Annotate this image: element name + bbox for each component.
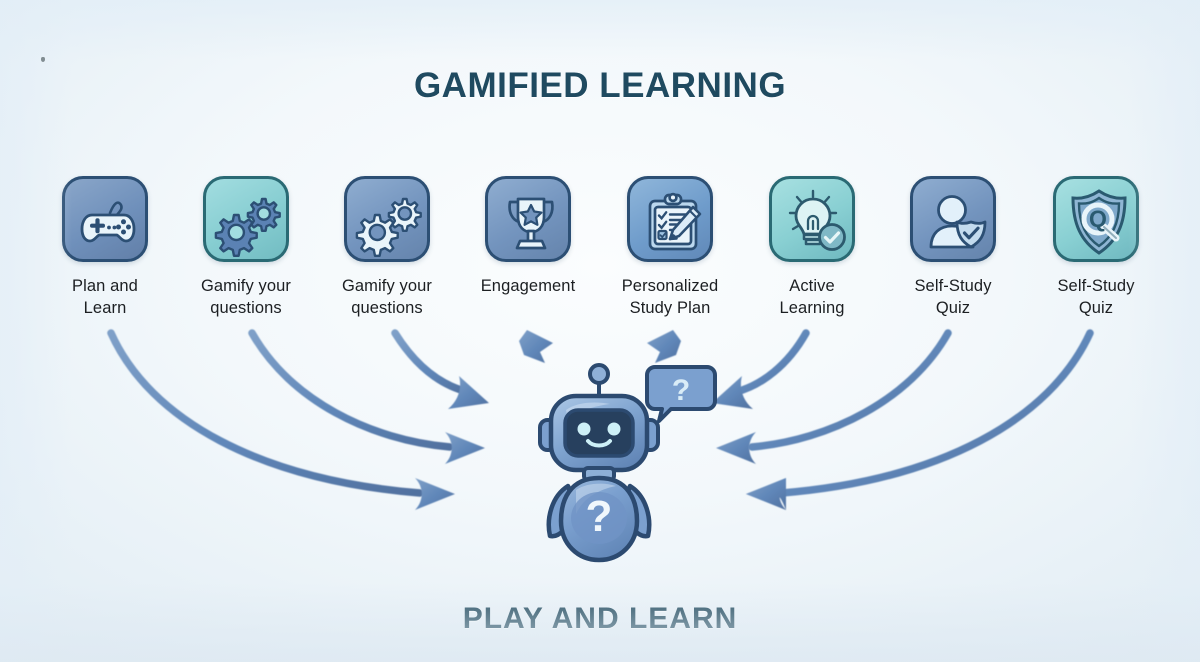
- dust-speck: [41, 57, 45, 62]
- shield-question-icon: Q: [1071, 189, 1127, 255]
- robot-eye-left: [577, 422, 591, 436]
- icon-label-gamify-your-questions-1: Gamify your questions: [178, 276, 314, 320]
- tile-self-study-quiz-1[interactable]: [910, 176, 996, 262]
- icon-column-gamify-your-questions-2[interactable]: Gamify your questions: [319, 176, 455, 320]
- speech-bubble-question-icon[interactable]: ?: [645, 363, 717, 425]
- robot-antenna-ball: [588, 363, 610, 385]
- speech-bubble-question-mark: ?: [672, 374, 690, 407]
- icon-column-plan-and-learn[interactable]: Plan and Learn: [37, 176, 173, 320]
- lightbulb-check-icon: [788, 189, 846, 251]
- trophy-star-icon: [508, 197, 554, 250]
- gears-icon: [355, 197, 422, 257]
- icon-column-self-study-quiz-2[interactable]: Q Self-Study Quiz: [1028, 176, 1164, 320]
- icon-label-self-study-quiz-1: Self-Study Quiz: [885, 276, 1021, 320]
- arrow-path-active-learning: [732, 329, 810, 396]
- icon-column-active-learning[interactable]: Active Learning: [744, 176, 880, 320]
- tile-gamify-your-questions-2[interactable]: [344, 176, 430, 262]
- tile-engagement[interactable]: [485, 176, 571, 262]
- icon-label-plan-and-learn: Plan and Learn: [37, 276, 173, 320]
- label-line-1: Plan and: [72, 277, 138, 295]
- icon-label-gamify-your-questions-2: Gamify your questions: [319, 276, 455, 320]
- label-line-2: Quiz: [935, 298, 971, 317]
- label-line-1: Self-Study: [914, 277, 992, 295]
- arrow-head-gamify-2: [448, 376, 489, 409]
- robot-body-question-mark: ?: [586, 492, 613, 541]
- robot-eye-right: [607, 422, 621, 436]
- icon-label-personalized-study-plan: Personalized Study Plan: [602, 276, 738, 320]
- label-line-2: Learning: [779, 298, 845, 317]
- icon-label-active-learning: Active Learning: [744, 276, 880, 320]
- icon-column-personalized-study-plan[interactable]: Personalized Study Plan: [602, 176, 738, 320]
- tile-gamify-your-questions-1[interactable]: [203, 176, 289, 262]
- label-line-1: Active: [789, 277, 835, 295]
- arrow-path-gamify-1: [248, 329, 454, 451]
- svg-text:Q: Q: [1089, 206, 1107, 232]
- label-line-2: questions: [210, 298, 282, 317]
- person-shield-icon: [929, 195, 987, 249]
- label-line-2: questions: [351, 298, 423, 317]
- icon-column-engagement[interactable]: Engagement: [460, 176, 596, 298]
- label-line-1: Engagement: [480, 277, 576, 295]
- label-line-1: Self-Study: [1057, 277, 1135, 295]
- gears-icon: [214, 197, 281, 257]
- page-title: GAMIFIED LEARNING: [413, 66, 787, 105]
- gamepad-icon: [80, 201, 136, 243]
- tile-self-study-quiz-2[interactable]: Q: [1053, 176, 1139, 262]
- label-line-1: Gamify your: [341, 277, 433, 295]
- arrow-head-active-learning: [712, 376, 753, 409]
- label-line-1: Personalized: [621, 277, 719, 295]
- label-line-2: Study Plan: [629, 298, 711, 317]
- robot-face-screen: [563, 408, 635, 458]
- footer-title: PLAY AND LEARN: [462, 602, 738, 635]
- tile-active-learning[interactable]: [769, 176, 855, 262]
- icon-label-self-study-quiz-2: Self-Study Quiz: [1028, 276, 1164, 320]
- tile-personalized-study-plan[interactable]: [627, 176, 713, 262]
- label-line-1: Gamify your: [200, 277, 292, 295]
- label-line-2: Learn: [83, 298, 127, 317]
- icon-column-gamify-your-questions-1[interactable]: Gamify your questions: [178, 176, 314, 320]
- icon-label-engagement: Engagement: [460, 276, 596, 298]
- arrow-path-selfstudy-1: [748, 329, 952, 451]
- icon-column-self-study-quiz-1[interactable]: Self-Study Quiz: [885, 176, 1021, 320]
- clipboard-checklist-pencil-icon: [648, 192, 702, 251]
- label-line-2: Quiz: [1078, 298, 1114, 317]
- arrow-path-gamify-2: [391, 329, 472, 396]
- tile-plan-and-learn[interactable]: [62, 176, 148, 262]
